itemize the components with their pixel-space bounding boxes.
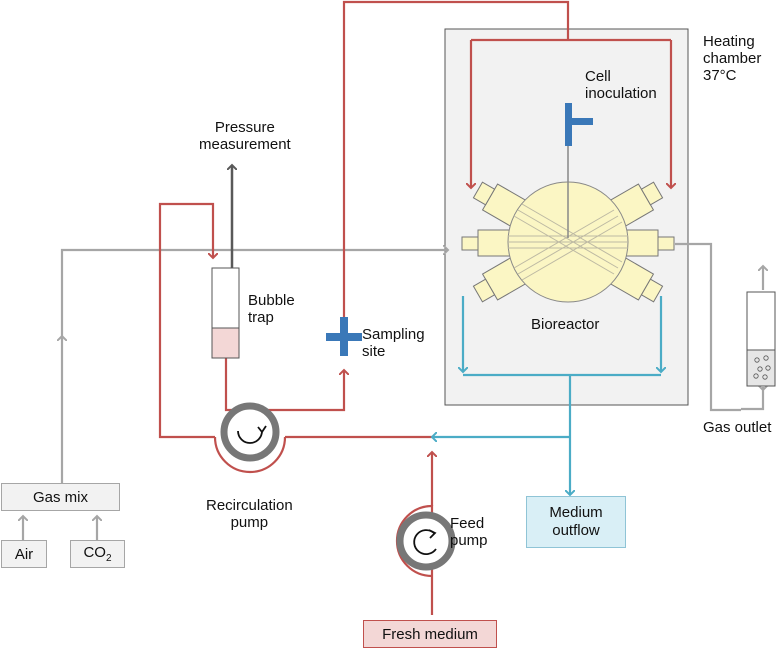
label-line: measurement [199,136,291,153]
label-line: Cell [585,68,611,85]
bioreactor [461,145,675,303]
air-label: Air [14,545,34,563]
label-line: Heating [703,33,755,50]
bubble-trap-label: Bubble trap [248,292,295,326]
outflow-line [432,296,661,495]
recirculation-pump-label: Recirculation pump [206,497,293,531]
air-box: Air [1,540,47,568]
fresh-medium-box: Fresh medium [363,620,497,648]
label-line: outflow [552,522,600,539]
co2-box: CO2 [70,540,125,568]
medium-outflow-box: Medium outflow [526,496,626,548]
bioreactor-fibers [508,203,628,281]
label-line: chamber [703,50,762,67]
bioreactor-label: Bioreactor [531,316,600,333]
cell-inoculation-label: Cell inoculation [585,68,657,102]
recirculation-pump[interactable] [213,402,287,474]
label-line: site [362,343,386,360]
gas-mix-box: Gas mix [1,483,120,511]
gas-bubbles [753,355,771,380]
sampling-valve[interactable] [326,317,362,356]
bubble-trap [211,267,240,359]
rotation-arrow-icon [413,529,437,555]
pressure-measurement-label: Pressure measurement [199,119,291,153]
label-line: Pressure [214,119,275,136]
sampling-site-label: Sampling site [362,326,425,360]
label-line: pump [450,532,488,549]
label-line: 37°C [703,67,737,84]
rotation-arrow-icon [237,430,263,444]
inoculation-valve[interactable] [565,103,593,146]
gas-line [23,242,763,540]
co2-label: CO2 [83,544,111,564]
gas-mix-label: Gas mix [32,488,88,506]
feed-pump[interactable] [395,504,456,578]
label-line: Bubble [248,292,295,309]
label-line: trap [248,309,274,326]
label-line: inoculation [585,85,657,102]
co2-main-text: CO [83,544,106,561]
label-line: Recirculation [206,497,293,514]
label-line: Medium [549,504,603,521]
gas-outlet-label: Gas outlet [703,419,772,436]
gas-outlet-vessel [746,291,776,387]
label-line: pump [230,514,269,531]
label-line: Sampling [362,326,425,343]
fresh-medium-label: Fresh medium [382,625,478,643]
feed-pump-label: Feed pump [450,515,488,549]
co2-subscript: 2 [105,553,112,564]
heating-chamber-label: Heating chamber 37°C [703,33,761,84]
label-line: Feed [450,515,485,532]
